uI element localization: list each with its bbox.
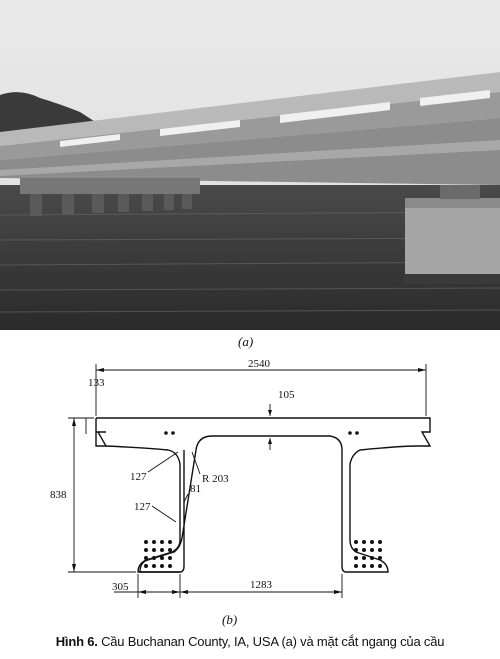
photo-label: (a) — [238, 334, 254, 349]
dim-fillet-radius: R 203 — [202, 473, 229, 485]
bridge-photo — [0, 0, 500, 330]
dim-web-top: 127 — [130, 471, 147, 483]
dim-flange-edge: 133 — [88, 377, 105, 389]
dim-bulb-width: 305 — [112, 581, 129, 593]
caption-prefix: Hình 6. — [55, 634, 98, 649]
cross-section-svg: 2540 133 105 838 R 203 127 127 81 305 12… — [50, 358, 432, 598]
cross-section-drawing: 2540 133 105 838 R 203 127 127 81 305 12… — [0, 352, 500, 612]
dim-web-spacing: 1283 — [250, 579, 273, 591]
dim-web-thickness: 81 — [190, 483, 201, 495]
dim-overall-width: 2540 — [248, 358, 271, 370]
caption-text: Cầu Buchanan County, IA, USA (a) và mặt … — [97, 634, 445, 649]
dim-web-bottom: 127 — [134, 501, 151, 513]
bridge-photo-illustration — [0, 0, 500, 330]
figure-caption: Hình 6. Cầu Buchanan County, IA, USA (a)… — [0, 634, 500, 649]
section-label: (b) — [222, 612, 238, 627]
dim-total-height: 838 — [50, 489, 67, 501]
dim-deck-thickness: 105 — [278, 389, 295, 401]
